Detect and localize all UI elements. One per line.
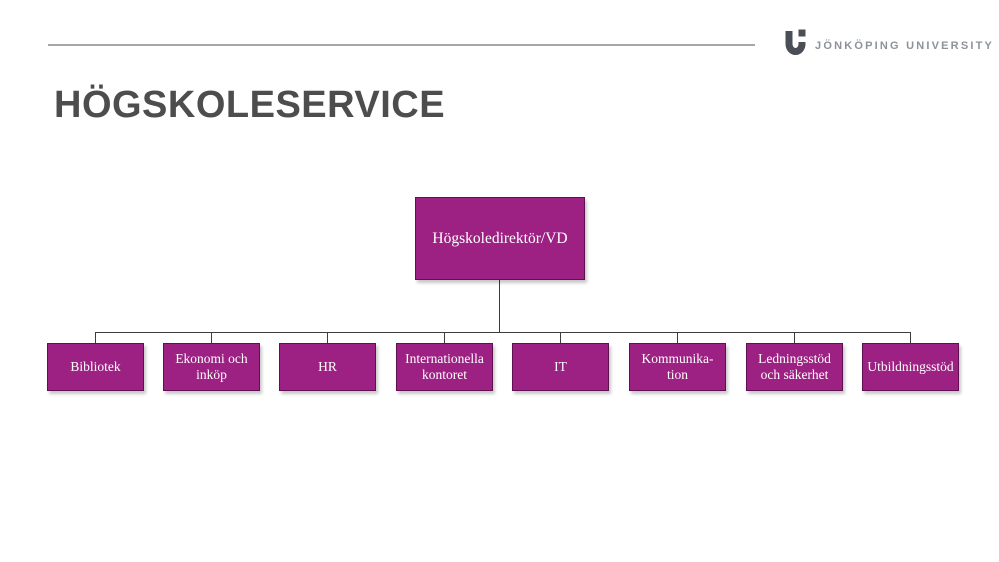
org-box-utbildningsstod: Utbildningsstöd xyxy=(862,343,959,391)
org-box-ledningsstod-och-sakerhet: Ledningsstöd och säkerhet xyxy=(746,343,843,391)
org-box-it: IT xyxy=(512,343,609,391)
connector-stub-internationella xyxy=(444,332,445,344)
org-box-label: Internationella kontoret xyxy=(405,351,484,382)
connector-stub-utbildningsstod xyxy=(910,332,911,344)
org-box-label: Ekonomi och inköp xyxy=(175,351,248,382)
org-box-label: IT xyxy=(554,359,567,375)
org-box-label: Bibliotek xyxy=(70,359,121,375)
page-title: HÖGSKOLESERVICE xyxy=(54,84,446,126)
connector-stub-bibliotek xyxy=(95,332,96,344)
university-logo-text: JÖNKÖPING UNIVERSITY xyxy=(815,40,995,52)
org-box-bibliotek: Bibliotek xyxy=(47,343,144,391)
connector-stub-ledningsstod xyxy=(794,332,795,344)
org-box-label: Ledningsstöd och säkerhet xyxy=(758,351,831,382)
org-box-label: Högskoledirektör/VD xyxy=(432,229,568,247)
university-logo: JÖNKÖPING UNIVERSITY xyxy=(785,28,994,58)
header-divider xyxy=(48,44,755,46)
connector-horizontal-rail xyxy=(95,332,911,333)
org-box-label: Kommunika- tion xyxy=(641,351,714,382)
org-box-internationella-kontoret: Internationella kontoret xyxy=(396,343,493,391)
connector-stub-ekonomi xyxy=(211,332,212,344)
ju-logo-icon xyxy=(785,28,806,58)
connector-root-drop xyxy=(499,280,500,332)
org-box-hogskoledirektor: Högskoledirektör/VD xyxy=(415,197,585,280)
org-box-hr: HR xyxy=(279,343,376,391)
org-box-label: HR xyxy=(318,359,337,375)
org-box-ekonomi-och-inkop: Ekonomi och inköp xyxy=(163,343,260,391)
org-box-kommunikation: Kommunika- tion xyxy=(629,343,726,391)
connector-stub-hr xyxy=(327,332,328,344)
connector-stub-it xyxy=(560,332,561,344)
connector-stub-kommunikation xyxy=(677,332,678,344)
org-box-label: Utbildningsstöd xyxy=(867,359,954,375)
